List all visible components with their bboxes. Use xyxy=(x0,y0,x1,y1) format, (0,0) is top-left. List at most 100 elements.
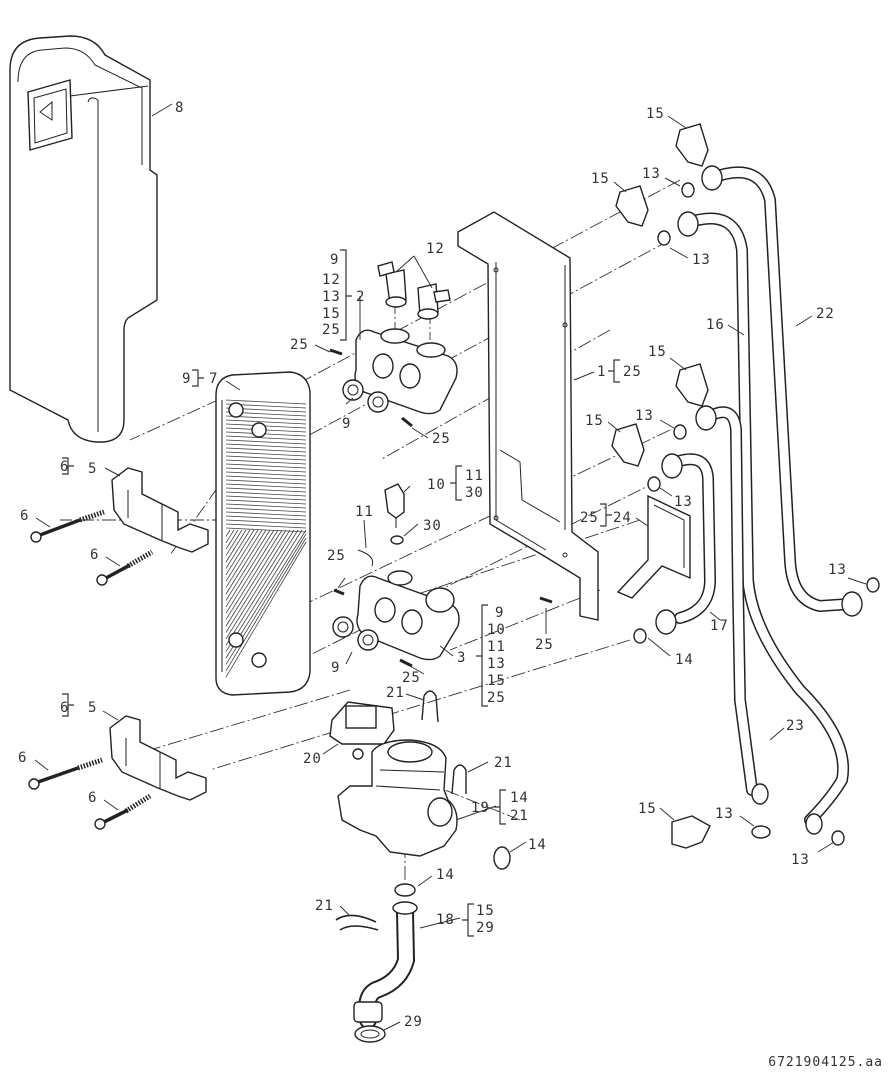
callout-13-d[interactable]: 13 xyxy=(674,494,693,510)
callout-6-b[interactable]: 6 xyxy=(90,547,99,563)
callout-15-d[interactable]: 15 xyxy=(585,413,604,429)
callout-16[interactable]: 16 xyxy=(706,317,725,333)
callout-3[interactable]: 3 xyxy=(457,650,466,666)
callout-30[interactable]: 30 xyxy=(423,518,442,534)
callout-5-kit-6[interactable]: 6 xyxy=(60,459,69,475)
callout-1-kit-25[interactable]: 25 xyxy=(623,364,642,380)
callout-5-kit-6-lower[interactable]: 6 xyxy=(60,700,69,716)
figure-id: 6721904125.aa xyxy=(768,1055,883,1070)
callout-19-kit-14[interactable]: 14 xyxy=(510,790,529,806)
callout-21-a[interactable]: 21 xyxy=(386,685,405,701)
plate-line xyxy=(225,529,243,556)
callout-24-kit-25[interactable]: 25 xyxy=(580,510,599,526)
callout-9-b[interactable]: 9 xyxy=(331,660,340,676)
callout-15-c[interactable]: 15 xyxy=(648,344,667,360)
screw-part-6-upper-a xyxy=(30,509,105,543)
retaining-clips-part-15 xyxy=(611,123,711,849)
callout-21-b[interactable]: 21 xyxy=(494,755,513,771)
callout-12[interactable]: 12 xyxy=(426,241,445,257)
callout-7-kit-9[interactable]: 9 xyxy=(182,371,191,387)
plate-line xyxy=(225,471,307,477)
callout-3-kit-15[interactable]: 15 xyxy=(487,673,506,689)
callout-6-c[interactable]: 6 xyxy=(18,750,27,766)
callout-9-a[interactable]: 9 xyxy=(342,416,351,432)
callout-13-f[interactable]: 13 xyxy=(715,806,734,822)
pipe-part-23 xyxy=(704,406,758,796)
callout-7[interactable]: 7 xyxy=(209,371,218,387)
callout-18-kit-29[interactable]: 29 xyxy=(476,920,495,936)
callout-22[interactable]: 22 xyxy=(816,306,835,322)
callout-19[interactable]: 19 xyxy=(471,800,490,816)
plate-line xyxy=(225,439,307,445)
callout-13-c[interactable]: 13 xyxy=(635,408,654,424)
plate-line xyxy=(225,451,307,457)
callout-14-a[interactable]: 14 xyxy=(675,652,694,668)
callout-24[interactable]: 24 xyxy=(613,510,632,526)
callout-25-d[interactable]: 25 xyxy=(402,670,421,686)
callout-3-kit-25[interactable]: 25 xyxy=(487,690,506,706)
callout-29[interactable]: 29 xyxy=(404,1014,423,1030)
screws-part-25-upper xyxy=(329,348,413,428)
callout-25-c[interactable]: 25 xyxy=(327,548,346,564)
plate-line xyxy=(225,529,283,620)
upper-bracket-part-5 xyxy=(111,467,209,553)
callout-20[interactable]: 20 xyxy=(303,751,322,767)
callout-6-d[interactable]: 6 xyxy=(88,790,97,806)
callout-8[interactable]: 8 xyxy=(175,100,184,116)
callout-25-e[interactable]: 25 xyxy=(535,637,554,653)
callout-2[interactable]: 2 xyxy=(356,289,365,305)
callout-15-e[interactable]: 15 xyxy=(638,801,657,817)
callout-21-c[interactable]: 21 xyxy=(315,898,334,914)
callout-25-a[interactable]: 25 xyxy=(290,337,309,353)
callout-10-kit-30[interactable]: 30 xyxy=(465,485,484,501)
plate-line xyxy=(225,529,279,614)
callout-13-a[interactable]: 13 xyxy=(642,166,661,182)
plate-line xyxy=(225,475,307,481)
callout-5-upper[interactable]: 5 xyxy=(88,461,97,477)
callout-3-kit-9[interactable]: 9 xyxy=(495,605,504,621)
callout-18-kit-15[interactable]: 15 xyxy=(476,903,495,919)
callout-3-kit-10[interactable]: 10 xyxy=(487,622,506,638)
callout-13-b[interactable]: 13 xyxy=(692,252,711,268)
callout-2-kit-15[interactable]: 15 xyxy=(322,306,341,322)
plate-line xyxy=(225,503,307,509)
callout-1[interactable]: 1 xyxy=(597,364,606,380)
callout-23[interactable]: 23 xyxy=(786,718,805,734)
callout-3-kit-13[interactable]: 13 xyxy=(487,656,506,672)
callout-5-lower[interactable]: 5 xyxy=(88,700,97,716)
callout-18[interactable]: 18 xyxy=(436,912,455,928)
callout-3-kit-11[interactable]: 11 xyxy=(487,639,506,655)
callout-2-kit-9[interactable]: 9 xyxy=(330,252,339,268)
callout-13-e[interactable]: 13 xyxy=(828,562,847,578)
connection-pipe-part-18 xyxy=(353,901,418,1029)
plate-line xyxy=(225,541,307,678)
valve-body-part-19 xyxy=(337,739,458,857)
callout-6-a[interactable]: 6 xyxy=(20,508,29,524)
plate-line xyxy=(225,529,299,646)
callout-14-b[interactable]: 14 xyxy=(528,837,547,853)
callout-15-a[interactable]: 15 xyxy=(646,106,665,122)
callout-11[interactable]: 11 xyxy=(355,504,374,520)
callout-25-b[interactable]: 25 xyxy=(432,431,451,447)
callout-15-b[interactable]: 15 xyxy=(591,171,610,187)
callout-2-kit-25[interactable]: 25 xyxy=(322,322,341,338)
callout-14-c[interactable]: 14 xyxy=(436,867,455,883)
plate-line xyxy=(225,455,307,461)
callout-2-kit-12[interactable]: 12 xyxy=(322,272,341,288)
pipe-connectors xyxy=(655,165,863,835)
leader-lines xyxy=(34,103,867,1031)
plate-line xyxy=(225,529,267,595)
plate-heat-exchanger-part-7 xyxy=(215,371,311,696)
o-ring-part-30 xyxy=(390,535,404,545)
callout-17[interactable]: 17 xyxy=(710,618,729,634)
holder-part-24 xyxy=(616,494,691,599)
callout-2-kit-13[interactable]: 13 xyxy=(322,289,341,305)
callout-10[interactable]: 10 xyxy=(427,477,446,493)
callout-13-g[interactable]: 13 xyxy=(791,852,810,868)
plate-line xyxy=(225,529,291,633)
callout-19-kit-21[interactable]: 21 xyxy=(510,808,529,824)
motor-part-20 xyxy=(329,701,395,760)
callout-10-kit-11[interactable]: 11 xyxy=(465,468,484,484)
plate-line xyxy=(225,529,303,652)
